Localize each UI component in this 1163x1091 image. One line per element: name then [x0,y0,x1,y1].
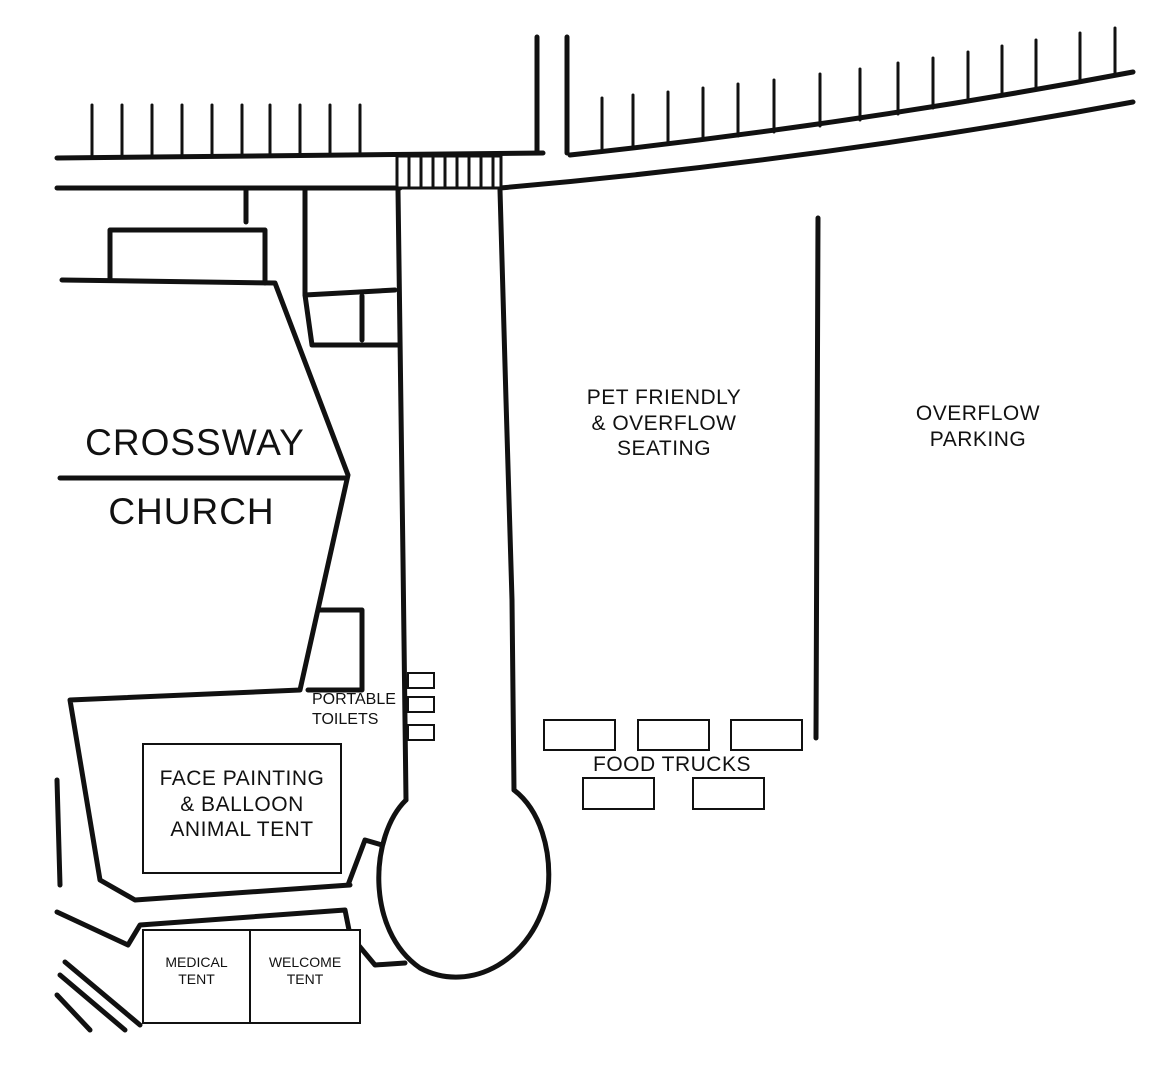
face-painting-tent [142,743,342,874]
medical-tent [142,929,251,1024]
welcome-tent-label: WELCOME TENT [268,954,342,988]
toilet-unit [407,724,435,741]
parking-divider-line [813,215,821,741]
food-truck-spot [692,777,765,810]
parking-stalls-left [90,103,362,157]
lower-walkways [54,837,408,1033]
church-name-line1: CROSSWAY [85,422,305,463]
crosswalk [395,154,503,190]
church-name-line2: CHURCH [108,491,275,532]
portable-toilets-units [407,672,435,741]
medical-tent-label: MEDICAL TENT [165,954,228,988]
food-truck-spot [730,719,803,751]
church-building [54,185,401,903]
food-truck-spots [543,719,803,810]
parking-stalls-right [600,26,1117,152]
toilet-unit [407,672,435,689]
face-painting-label: FACE PAINTING & BALLOON ANIMAL TENT [159,767,325,842]
food-trucks-label: FOOD TRUCKS [593,753,751,776]
pet-friendly-seating-label: PET FRIENDLY & OVERFLOW SEATING [586,386,742,461]
food-truck-spot [637,719,710,751]
portable-toilets-label: PORTABLE TOILETS [312,691,396,728]
toilet-unit [407,696,435,713]
food-truck-spot [543,719,616,751]
welcome-tent [249,929,361,1024]
overflow-parking-label: OVERFLOW PARKING [915,402,1041,451]
driveway [376,187,552,980]
food-truck-spot [582,777,655,810]
top-right-street [497,69,1136,191]
